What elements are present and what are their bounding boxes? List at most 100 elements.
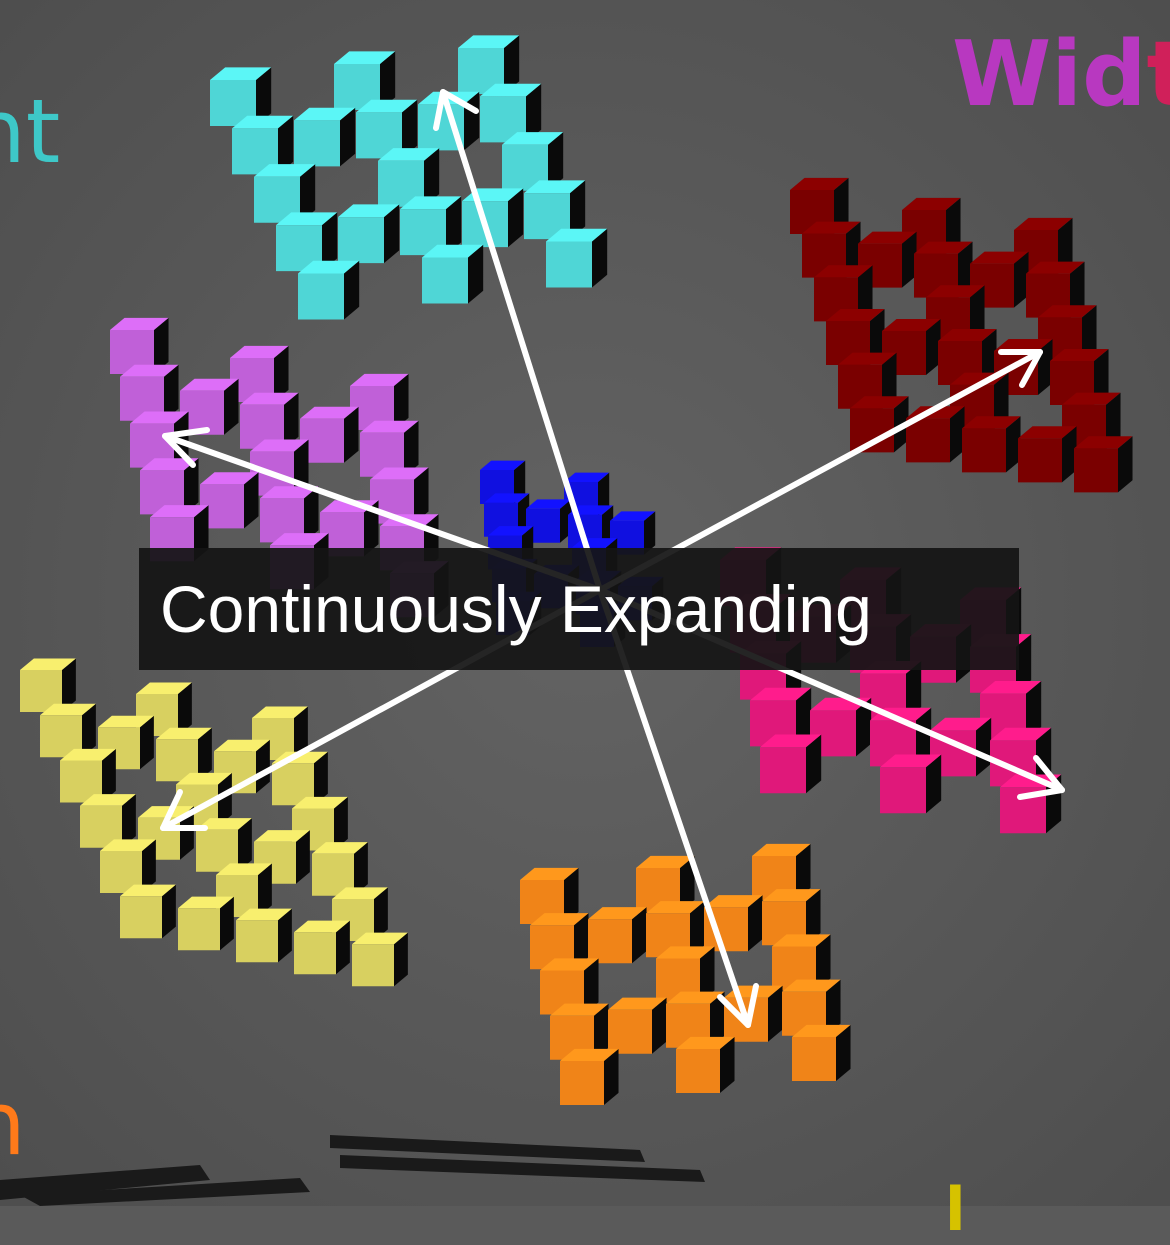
cube-face: [400, 196, 462, 210]
cube-face: [976, 717, 992, 777]
cube-face: [1038, 305, 1097, 318]
cube-face: [1026, 261, 1085, 274]
cube-face: [906, 660, 922, 720]
cube-face: [40, 703, 96, 716]
cube-face: [772, 946, 816, 991]
cube-face: [100, 850, 142, 893]
cube-face: [394, 932, 408, 987]
width-label-part-b: t: [1146, 22, 1170, 127]
cube-face: [336, 920, 350, 975]
arrow-head-icon: [1017, 755, 1065, 800]
cube-face: [782, 979, 841, 992]
cube-face: [240, 404, 284, 449]
cube-face: [792, 1036, 836, 1081]
cube-face: [704, 907, 748, 952]
cube-face: [1058, 217, 1073, 274]
cube-face: [384, 204, 400, 264]
cube-face: [816, 934, 831, 991]
cube-face: [646, 913, 690, 958]
cube-face: [334, 51, 396, 64]
cube-face: [1106, 392, 1121, 449]
cube-face: [930, 730, 976, 777]
cube-face: [1074, 436, 1133, 449]
cube-face: [184, 458, 199, 515]
cube-face: [1014, 251, 1029, 308]
bottom-label: l: [945, 1175, 966, 1245]
cube-face: [254, 164, 316, 177]
cube-face: [130, 411, 189, 424]
cube-face: [196, 829, 238, 872]
cube-face: [458, 35, 520, 48]
cube-face: [178, 908, 220, 951]
cube-face: [480, 460, 526, 470]
cube-face: [1050, 348, 1109, 362]
cube-face: [296, 830, 310, 884]
cube-face: [564, 867, 579, 924]
cube-face: [938, 328, 997, 342]
cube-face: [810, 710, 856, 757]
cube-face: [1062, 426, 1077, 483]
cube-face: [340, 107, 356, 167]
cube-face: [598, 472, 610, 516]
cube-face: [284, 392, 299, 449]
cube-face: [768, 985, 783, 1042]
cube-face: [224, 378, 239, 435]
cube-face: [1094, 348, 1109, 406]
cube-face: [1006, 416, 1021, 473]
cube-face: [762, 889, 821, 902]
cube-face: [446, 196, 462, 256]
cube-face: [360, 420, 419, 433]
cube-face: [370, 467, 429, 480]
cube-face: [334, 796, 348, 851]
cube-face: [588, 919, 632, 964]
cube-face: [100, 839, 156, 851]
cube-face: [980, 680, 1042, 694]
cube-face: [232, 128, 278, 175]
cube-face: [110, 317, 169, 330]
cube-face: [752, 856, 796, 900]
cube-face: [882, 318, 941, 332]
cube-face: [750, 687, 812, 701]
cube-face: [1000, 787, 1046, 834]
cube-face: [796, 843, 811, 900]
cube-face: [1070, 261, 1085, 318]
cube-face: [484, 493, 530, 503]
cube-face: [502, 132, 564, 145]
cube-face: [1018, 426, 1077, 439]
cube-face: [652, 997, 667, 1054]
cube-face: [250, 439, 309, 452]
cube-face: [194, 505, 209, 562]
cube-face: [676, 1048, 720, 1093]
cube-face: [20, 658, 76, 670]
cube-face: [982, 328, 997, 386]
cube-face: [710, 991, 725, 1048]
cube-face: [156, 739, 198, 782]
cube-face: [278, 115, 294, 175]
cube-face: [772, 934, 831, 947]
cube-face: [274, 345, 289, 402]
cube-face: [276, 212, 338, 226]
cube-face: [540, 958, 599, 971]
cube-face: [200, 484, 244, 529]
cube-face: [400, 209, 446, 256]
cube-face: [994, 372, 1009, 429]
orange-cube-cluster: [520, 843, 851, 1105]
cube-face: [244, 472, 259, 529]
cube-face: [526, 508, 560, 543]
cube-face: [526, 499, 572, 509]
cube-face: [356, 99, 418, 113]
cube-face: [276, 225, 322, 272]
cube-face: [530, 925, 574, 970]
cube-face: [858, 265, 873, 322]
cube-face: [514, 460, 526, 504]
cube-face: [162, 884, 176, 939]
ground-shadow-bars: [0, 1135, 705, 1206]
cube-face: [120, 884, 176, 897]
cube-face: [356, 112, 402, 159]
cube-face: [140, 458, 199, 471]
cube-face: [468, 244, 484, 304]
cube-face: [294, 107, 356, 121]
cube-face: [610, 511, 656, 521]
cube-face: [270, 533, 329, 546]
cube-face: [570, 180, 586, 240]
